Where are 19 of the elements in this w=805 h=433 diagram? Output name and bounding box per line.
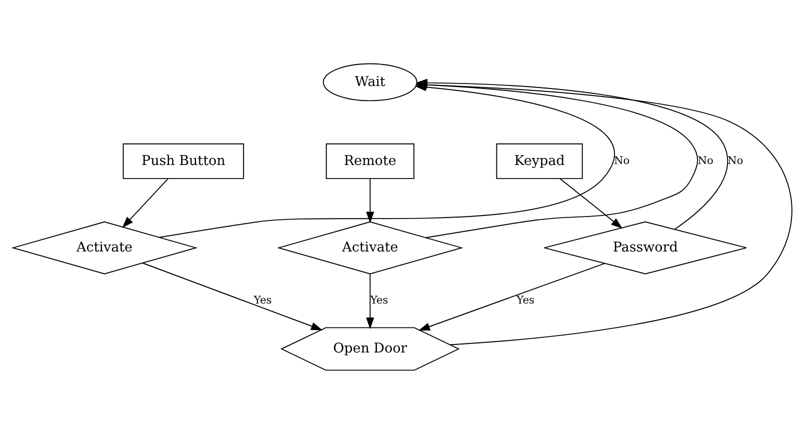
node-ellipse: Wait [322,62,418,101]
node-box: Remote [326,142,414,179]
edge-label: No [614,154,630,166]
edge-label: Yes [516,294,534,306]
edge-label: No [698,154,714,166]
edge-label: Yes [370,294,388,306]
arrow [122,178,168,228]
arrow [366,178,374,223]
arrow [418,262,606,330]
node-box: Push Button [122,142,244,179]
node-diamond: Activate [11,220,198,274]
arrow [560,178,623,228]
node-box: Keypad [496,142,583,179]
node-diamond: Password [544,220,747,274]
arrow [366,272,374,329]
edge-label: Yes [254,294,272,306]
arrow [142,262,323,330]
node-diamond: Activate [276,220,464,274]
edge-label: No [728,154,744,166]
